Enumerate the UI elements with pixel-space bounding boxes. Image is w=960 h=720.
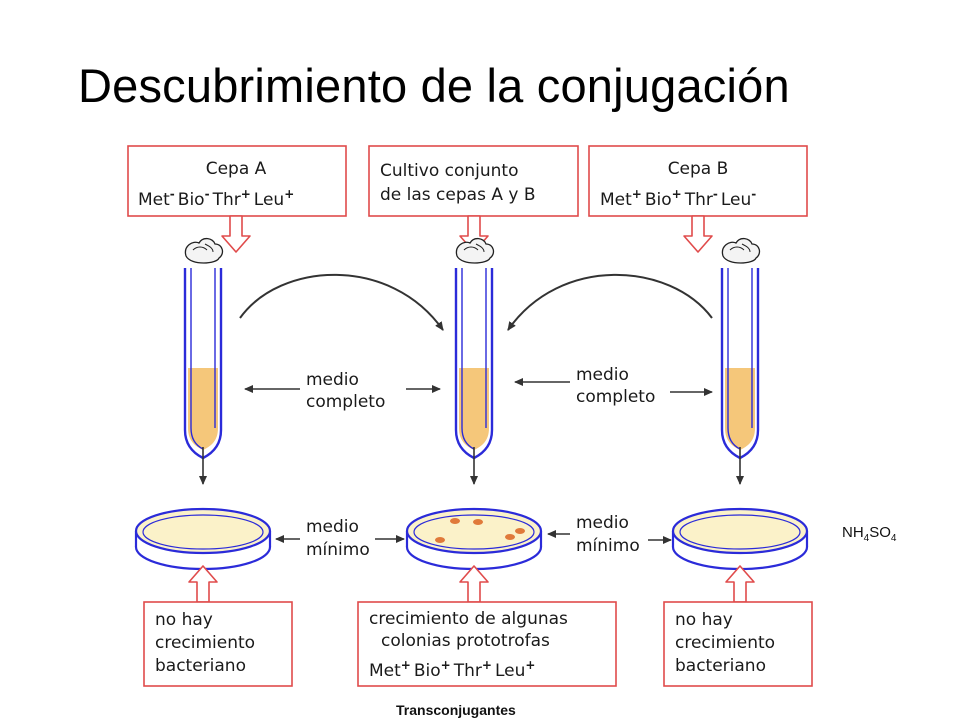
prototroph-genotype: Met+Bio+Thr+Leu+ (369, 658, 535, 681)
svg-text:bacteriano: bacteriano (675, 656, 766, 676)
up-arrow-result-left (188, 565, 218, 603)
label-minimal-medium-left: medio mínimo (275, 517, 405, 560)
transconjugants-label: Transconjugantes (396, 702, 516, 718)
svg-text:crecimiento: crecimiento (675, 633, 775, 653)
svg-text:medio: medio (576, 513, 629, 533)
ammonium-sulfate-label: NH4SO4 (842, 524, 897, 544)
svg-text:completo: completo (306, 392, 385, 412)
box-result-center: crecimiento de algunas colonias prototro… (357, 601, 617, 687)
svg-text:bacteriano: bacteriano (155, 656, 246, 676)
svg-text:medio: medio (306, 517, 359, 537)
down-arrow-b (683, 215, 713, 253)
up-arrow-result-center (459, 565, 489, 603)
svg-text:no hay: no hay (155, 610, 213, 630)
svg-text:medio: medio (306, 370, 359, 390)
box-result-left: no hay crecimiento bacteriano (143, 601, 293, 687)
svg-text:crecimiento de algunas: crecimiento de algunas (369, 609, 568, 629)
mix-line-2: de las cepas A y B (380, 185, 536, 205)
svg-text:no hay: no hay (675, 610, 733, 630)
strain-b-genotype: Met+Bio+Thr-Leu- (600, 187, 756, 210)
petri-dish-a (134, 507, 272, 571)
curved-arrow-b-to-mix (507, 273, 713, 331)
prototroph-colonies (435, 518, 525, 543)
box-mixed-culture: Cultivo conjunto de las cepas A y B (368, 145, 579, 217)
svg-text:colonias prototrofas: colonias prototrofas (381, 631, 550, 651)
page-title: Descubrimiento de la conjugación (78, 59, 790, 112)
label-complete-medium-left: medio completo (244, 370, 441, 412)
strain-b-name: Cepa B (668, 159, 729, 179)
svg-text:crecimiento: crecimiento (155, 633, 255, 653)
svg-text:medio: medio (576, 365, 629, 385)
curved-arrow-a-to-mix (239, 273, 444, 331)
box-strain-a: Cepa A Met-Bio-Thr+Leu+ (127, 145, 347, 217)
svg-text:mínimo: mínimo (576, 536, 640, 556)
petri-dish-b (671, 507, 809, 571)
mix-line-1: Cultivo conjunto (380, 161, 518, 181)
svg-text:mínimo: mínimo (306, 540, 370, 560)
box-result-right: no hay crecimiento bacteriano (663, 601, 813, 687)
box-strain-b: Cepa B Met+Bio+Thr-Leu- (588, 145, 808, 217)
test-tube-b (720, 237, 761, 460)
test-tube-mix (454, 237, 495, 460)
up-arrow-result-right (725, 565, 755, 603)
label-complete-medium-right: medio completo (514, 365, 713, 407)
strain-a-name: Cepa A (206, 159, 267, 179)
svg-text:completo: completo (576, 387, 655, 407)
petri-dish-mix (405, 507, 543, 571)
strain-a-genotype: Met-Bio-Thr+Leu+ (138, 187, 294, 210)
down-arrow-a (221, 215, 251, 253)
label-minimal-medium-right: medio mínimo (547, 513, 672, 556)
test-tube-a (183, 237, 224, 460)
